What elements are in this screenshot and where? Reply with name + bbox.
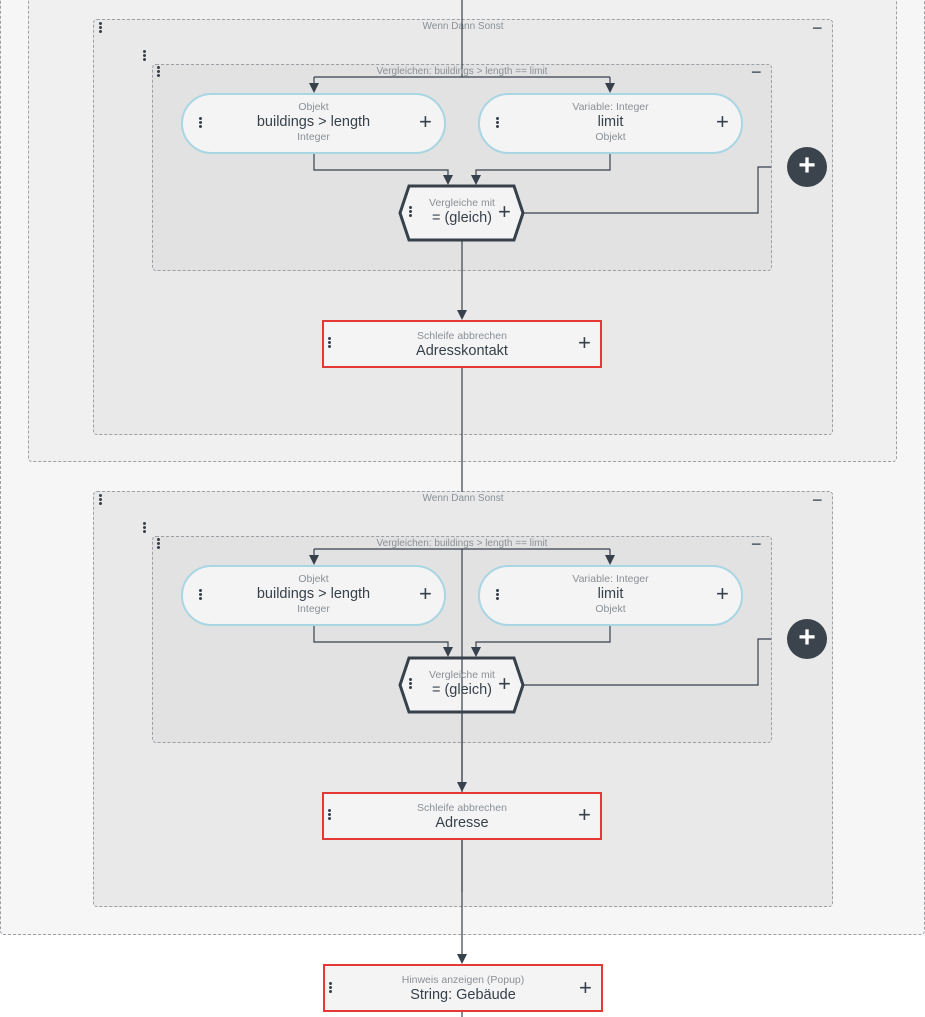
minus-icon: −: [812, 18, 823, 38]
compare-title: Vergleichen: buildings > length == limit: [376, 538, 548, 549]
plus-circle-icon: +: [798, 149, 816, 182]
drag-handle-icon[interactable]: [198, 117, 202, 128]
drag-handle-icon[interactable]: [495, 589, 499, 600]
branch-drag-handle-icon[interactable]: [142, 522, 146, 533]
group-title: Wenn Dann Sonst: [422, 21, 504, 32]
add-button[interactable]: +: [498, 671, 511, 696]
plus-circle-icon: +: [798, 621, 816, 654]
add-condition-button[interactable]: +: [787, 619, 827, 659]
popup-node[interactable]: Hinweis anzeigen (Popup)String: Gebäude: [323, 964, 603, 1012]
collapse-button[interactable]: −: [812, 490, 823, 510]
minus-icon: −: [812, 490, 823, 510]
arrow-head: [457, 954, 467, 964]
group-drag-handle-icon[interactable]: [98, 494, 102, 505]
group-title: Wenn Dann Sonst: [422, 493, 504, 504]
branch-drag-handle-icon[interactable]: [142, 50, 146, 61]
add-button[interactable]: +: [578, 802, 591, 827]
plus-icon: +: [578, 802, 591, 827]
plus-icon: +: [498, 671, 511, 696]
plus-icon: +: [716, 109, 729, 134]
drag-handle-icon[interactable]: [495, 117, 499, 128]
compare-drag-handle-icon[interactable]: [156, 66, 160, 77]
minus-icon: −: [751, 62, 762, 82]
add-button[interactable]: +: [716, 581, 729, 606]
plus-icon: +: [498, 199, 511, 224]
plus-icon: +: [419, 581, 432, 606]
add-button[interactable]: +: [579, 975, 592, 1000]
drag-handle-icon[interactable]: [327, 337, 331, 348]
collapse-button[interactable]: −: [812, 18, 823, 38]
collapse-compare-button[interactable]: −: [751, 62, 762, 82]
minus-icon: −: [751, 534, 762, 554]
add-button[interactable]: +: [498, 199, 511, 224]
add-condition-button[interactable]: +: [787, 147, 827, 187]
drag-handle-icon[interactable]: [408, 206, 412, 217]
add-button[interactable]: +: [578, 330, 591, 355]
group-drag-handle-icon[interactable]: [98, 22, 102, 33]
plus-icon: +: [716, 581, 729, 606]
plus-icon: +: [578, 330, 591, 355]
drag-handle-icon[interactable]: [328, 982, 332, 993]
drag-handle-icon[interactable]: [198, 589, 202, 600]
add-button[interactable]: +: [419, 581, 432, 606]
drag-handle-icon[interactable]: [408, 678, 412, 689]
collapse-compare-button[interactable]: −: [751, 534, 762, 554]
plus-icon: +: [579, 975, 592, 1000]
compare-title: Vergleichen: buildings > length == limit: [376, 66, 548, 77]
drag-handle-icon[interactable]: [327, 809, 331, 820]
add-button[interactable]: +: [419, 109, 432, 134]
add-button[interactable]: +: [716, 109, 729, 134]
plus-icon: +: [419, 109, 432, 134]
compare-drag-handle-icon[interactable]: [156, 538, 160, 549]
